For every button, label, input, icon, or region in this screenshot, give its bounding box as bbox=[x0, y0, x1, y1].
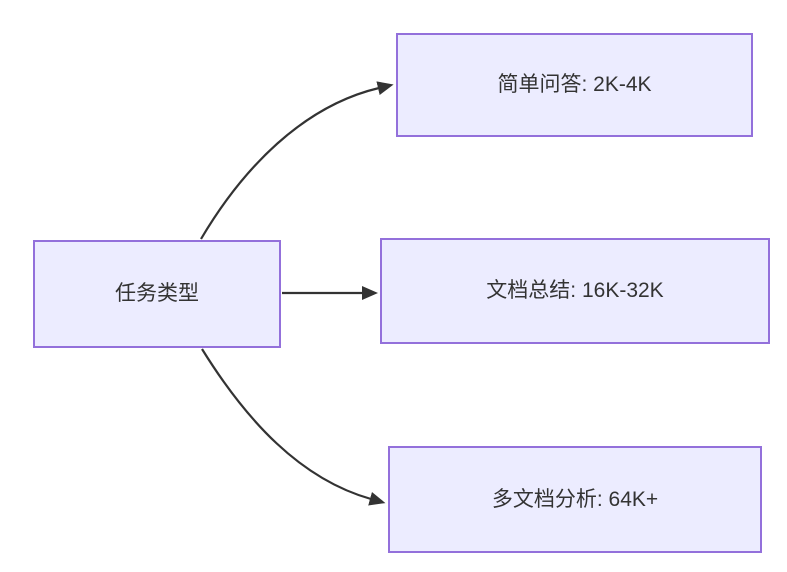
node-multi-doc-analysis: 多文档分析: 64K+ bbox=[388, 446, 762, 553]
node-simple-qa-label: 简单问答: 2K-4K bbox=[497, 73, 652, 97]
node-multi-doc-analysis-label: 多文档分析: 64K+ bbox=[491, 487, 659, 511]
node-simple-qa: 简单问答: 2K-4K bbox=[396, 33, 753, 137]
edge-root-to-bottom bbox=[201, 348, 386, 506]
node-doc-summary: 文档总结: 16K-32K bbox=[380, 238, 770, 344]
node-doc-summary-label: 文档总结: 16K-32K bbox=[486, 279, 664, 303]
edge-root-to-top bbox=[200, 81, 394, 240]
node-task-type-label: 任务类型 bbox=[115, 282, 199, 306]
node-task-type: 任务类型 bbox=[33, 240, 281, 348]
